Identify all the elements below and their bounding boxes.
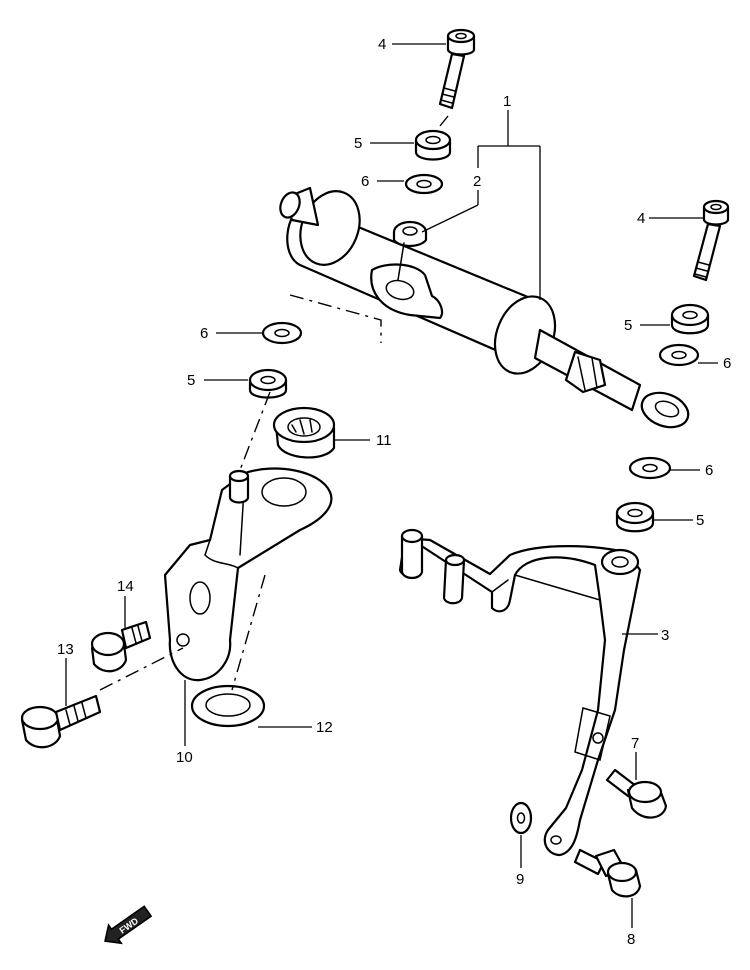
bolt-8	[573, 848, 642, 898]
bolt-7	[605, 768, 668, 819]
bracket-10	[163, 467, 333, 682]
washer-9	[509, 801, 533, 835]
callout-5-right-top: 5	[624, 317, 632, 334]
collar-5-top	[414, 129, 452, 161]
bolt-13	[20, 694, 102, 749]
bolt-14	[90, 620, 152, 673]
bolt-4-right	[692, 199, 730, 282]
fwd-direction-marker: FWD	[104, 905, 153, 945]
washer-6-right-top	[658, 343, 700, 367]
centerline-bolt-4	[439, 115, 449, 127]
callout-7: 7	[631, 735, 639, 752]
centerline-damper-mount	[289, 294, 382, 343]
callout-1: 1	[503, 93, 511, 110]
leader-lines	[65, 43, 718, 928]
callout-5-top: 5	[354, 135, 362, 152]
collar-5-left	[248, 368, 288, 399]
collar-5-right-top	[670, 303, 710, 335]
centerline-to-bracket	[239, 391, 271, 471]
callout-6-right-low: 6	[705, 462, 713, 479]
washer-6-top	[404, 173, 444, 195]
steering-damper	[279, 186, 690, 429]
washer-6-left	[261, 321, 303, 345]
centerline-plate	[231, 574, 266, 691]
callout-13: 13	[57, 641, 74, 658]
callout-4-right: 4	[637, 210, 645, 227]
callout-2: 2	[473, 173, 481, 190]
callout-5-right-low: 5	[696, 512, 704, 529]
callout-6-top: 6	[361, 173, 369, 190]
callout-numbers: 1 2 3 4 4 5 5 5 5 6 6 6 6 7 8 9 10 11 12…	[57, 36, 731, 948]
washer-6-right-low	[628, 456, 672, 480]
collar-5-right-low	[615, 501, 655, 533]
callout-11: 11	[376, 432, 392, 449]
nut-11	[272, 406, 336, 459]
callout-12: 12	[316, 719, 333, 736]
callout-6-right-top: 6	[723, 355, 731, 372]
callout-5-left: 5	[187, 372, 195, 389]
bolt-4-top	[438, 28, 476, 110]
callout-14: 14	[117, 578, 134, 595]
plate-12	[190, 684, 266, 728]
callout-9: 9	[516, 871, 524, 888]
callout-8: 8	[627, 931, 635, 948]
callout-10: 10	[176, 749, 193, 766]
callout-6-left: 6	[200, 325, 208, 342]
callout-4-top: 4	[378, 36, 386, 53]
callout-3: 3	[661, 627, 669, 644]
stay-3	[398, 528, 642, 857]
